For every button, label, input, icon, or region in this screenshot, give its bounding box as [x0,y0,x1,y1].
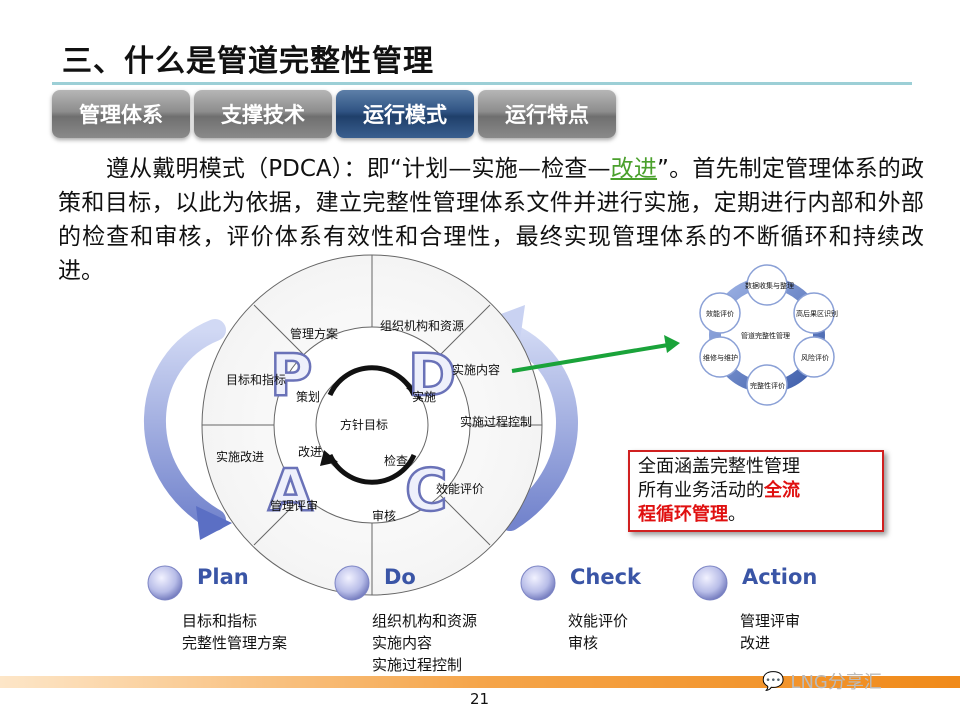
tab-operation-features[interactable]: 运行特点 [478,90,616,138]
wheel-outer-3: 实施过程控制 [460,414,532,429]
mini-cycle: 管道完整性管理 数据收集与整理 高后果区识别 风险评价 完整性评价 维修与维护 … [699,264,838,406]
footer-band [0,676,960,688]
legend-do-label: Do [384,565,416,589]
letter-p: P [270,341,313,409]
legend-plan-label: Plan [197,565,249,589]
plan-ball-icon [147,565,183,601]
inner-cycle-arrow [327,365,417,397]
legend-do-item-2: 实施过程控制 [372,656,463,674]
mini-center: 管道完整性管理 [741,331,790,340]
callout-box: 全面涵盖完整性管理 所有业务活动的全流 程循环管理。 [628,450,884,532]
callout-line2: 所有业务活动的全流 [638,479,874,503]
legend-check-item-0: 效能评价 [568,612,629,630]
pdca-description: 遵从戴明模式（PDCA）：即“计划—实施—检查—改进”。首先制定管理体系的政策和… [58,152,924,288]
mini-node-0: 数据收集与整理 [745,281,794,290]
letter-c: C [405,456,448,524]
wheel-outer-4: 效能评价 [436,481,484,496]
wheel-inner-plan: 策划 [296,390,320,404]
tab-operation-mode[interactable]: 运行模式 [336,90,474,138]
chat-bubble-icon: 💬 [762,670,785,692]
legend-check-items: 效能评价 审核 [568,610,628,654]
legend-action-item-0: 管理评审 [740,612,801,630]
tab-bar: 管理体系 支撑技术 运行模式 运行特点 [52,90,616,138]
cycle-arrowhead-left [196,506,232,540]
legend-do-items: 组织机构和资源 实施内容 实施过程控制 [372,610,477,676]
legend-plan-item-1: 完整性管理方案 [182,634,288,652]
legend-do-item-0: 组织机构和资源 [372,612,478,630]
letter-a: A [268,456,313,524]
callout-line3: 程循环管理。 [638,503,874,527]
legend-action-label: Action [742,565,818,589]
wheel-center: 方针目标 [340,417,388,432]
legend-check-item-1: 审核 [568,634,599,652]
do-ball-icon [334,565,370,601]
letter-d: D [408,341,456,409]
legend-action: Action [732,565,817,589]
para-link-improve[interactable]: 改进 [610,156,658,182]
callout-line2-prefix: 所有业务活动的 [638,480,764,501]
page-number: 21 [470,690,490,708]
wheel-outer-1: 组织机构和资源 [380,318,464,333]
check-ball-icon [520,565,556,601]
watermark-text: LNG分享汇 [790,672,882,693]
wheel-outer-0: 管理方案 [290,326,338,341]
title-divider [52,82,912,85]
legend-check: Check [560,565,641,589]
cycle-arc-left [144,319,226,531]
wheel-spokes [202,255,542,595]
legend-plan-item-0: 目标和指标 [182,612,258,630]
para-text-after: ”。首先制定管理体系的政策和目标，以此为依据，建立完整性管理体系文件并进行实施，… [58,156,924,284]
legend-do: Do [374,565,416,589]
wheel-outer-6: 管理评审 [270,498,318,513]
wheel-inner-act: 改进 [298,445,322,459]
wheel-inner-do: 实施 [412,389,436,404]
tab-supporting-tech[interactable]: 支撑技术 [194,90,332,138]
wheel-outer-5: 审核 [372,508,396,523]
callout-line1: 全面涵盖完整性管理 [638,456,800,477]
slide-title: 三、什么是管道完整性管理 [62,44,434,79]
callout-line3-red: 程循环管理 [638,504,728,525]
legend-do-item-1: 实施内容 [372,634,433,652]
mini-node-4: 维修与维护 [703,353,738,362]
tab-management-system[interactable]: 管理体系 [52,90,190,138]
mini-node-5: 效能评价 [706,309,734,318]
mini-node-2: 风险评价 [801,353,829,362]
wheel-outer-2: 实施内容 [452,362,500,377]
mini-node-1: 高后果区识别 [796,309,838,318]
wheel-outer-8: 目标和指标 [226,372,286,387]
watermark: 💬 LNG分享汇 [762,668,882,694]
connector-arrow [511,343,669,373]
callout-line2-red: 全流 [764,480,800,501]
legend-plan-items: 目标和指标 完整性管理方案 [182,610,287,654]
wheel-inner-check: 检查 [384,453,408,468]
action-ball-icon [692,565,728,601]
legend-action-items: 管理评审 改进 [740,610,800,654]
para-text-before: 遵从戴明模式（PDCA）：即“计划—实施—检查— [106,156,611,182]
callout-line3-suffix: 。 [728,504,746,525]
legend-check-label: Check [570,565,642,589]
mini-node-3: 完整性评价 [750,381,785,390]
legend-plan: Plan [187,565,249,589]
cycle-arc-right [489,319,578,531]
wheel-outer-7: 实施改进 [216,449,264,464]
legend-action-item-1: 改进 [740,634,771,652]
